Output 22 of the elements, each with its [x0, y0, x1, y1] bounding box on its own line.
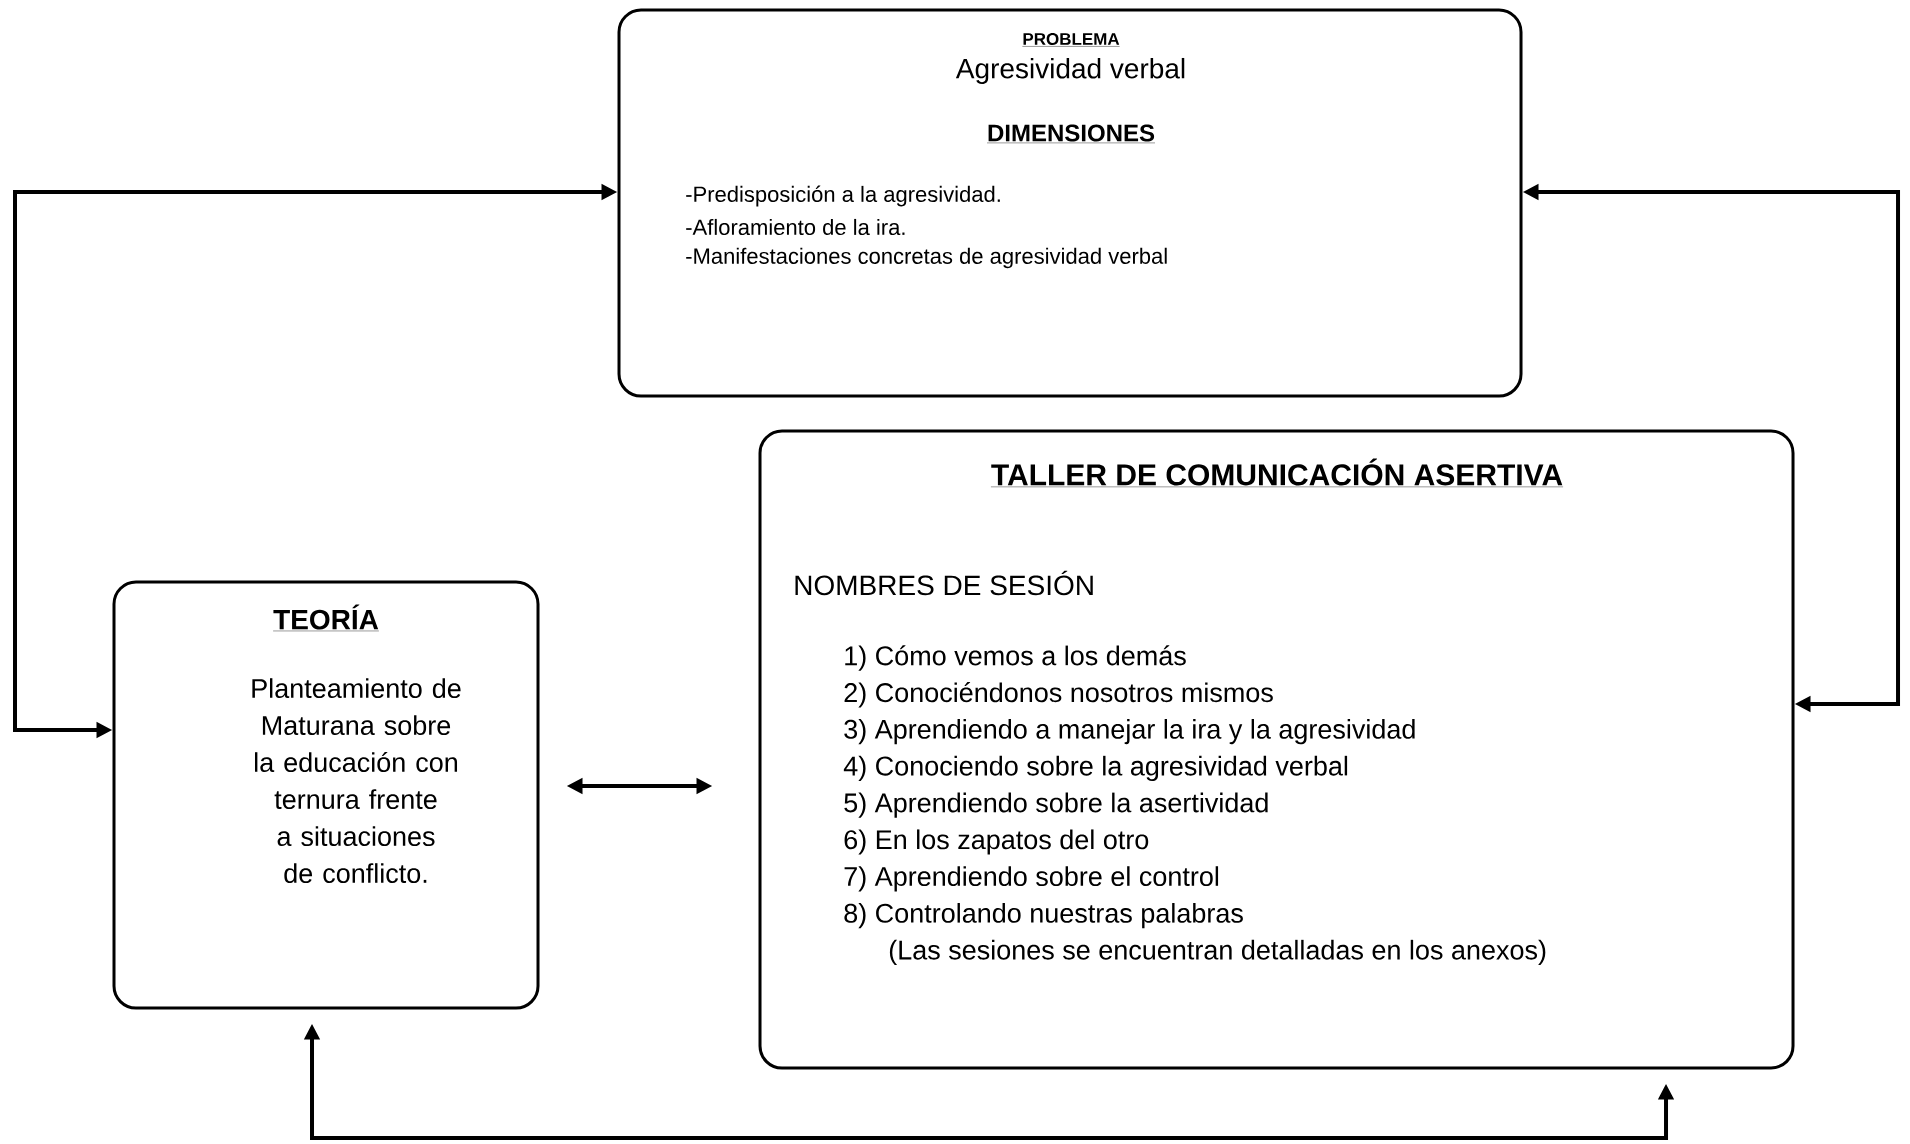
- heading: TEORÍA: [272, 604, 380, 632]
- rounded-box: [112, 580, 540, 1010]
- text: 8) Controlando nuestras palabras: [844, 903, 1243, 929]
- text: NOMBRES DE SESIÓN: [795, 570, 1093, 596]
- text: 7) Aprendiendo sobre el control: [844, 866, 1219, 892]
- text: Planteamiento de Maturana sobre la educación con ternura frente a situaciones de conflicto.: [252, 678, 461, 884]
- text: 2) Conociéndonos nosotros mismos: [844, 682, 1273, 708]
- text: -Predisposición a la agresividad.: [686, 185, 1000, 207]
- text: (Las sesiones se encuentran detalladas en los anexos): [889, 939, 1546, 965]
- text: -Afloramiento de la ira.: [686, 218, 905, 236]
- heading: DIMENSIONES: [986, 124, 1156, 144]
- text: 4) Conociendo sobre la agresividad verbal: [843, 755, 1348, 781]
- text: 1) Cómo vemos a los demás: [845, 645, 1186, 671]
- rounded-box: [617, 8, 1523, 398]
- rounded-box: [758, 429, 1795, 1070]
- text: -Manifestaciones concretas de agresividad verbal: [686, 247, 1167, 269]
- heading: PROBLEMA: [1022, 33, 1120, 47]
- heading: TALLER DE COMUNICACIÓN ASERTIVA: [990, 458, 1564, 488]
- text: 5) Aprendiendo sobre la asertividad: [844, 792, 1268, 818]
- text: Agresividad verbal: [955, 57, 1185, 85]
- text: 3) Aprendiendo a manejar la ira y la agresividad: [844, 719, 1415, 745]
- text: 6) En los zapatos del otro: [844, 829, 1149, 855]
